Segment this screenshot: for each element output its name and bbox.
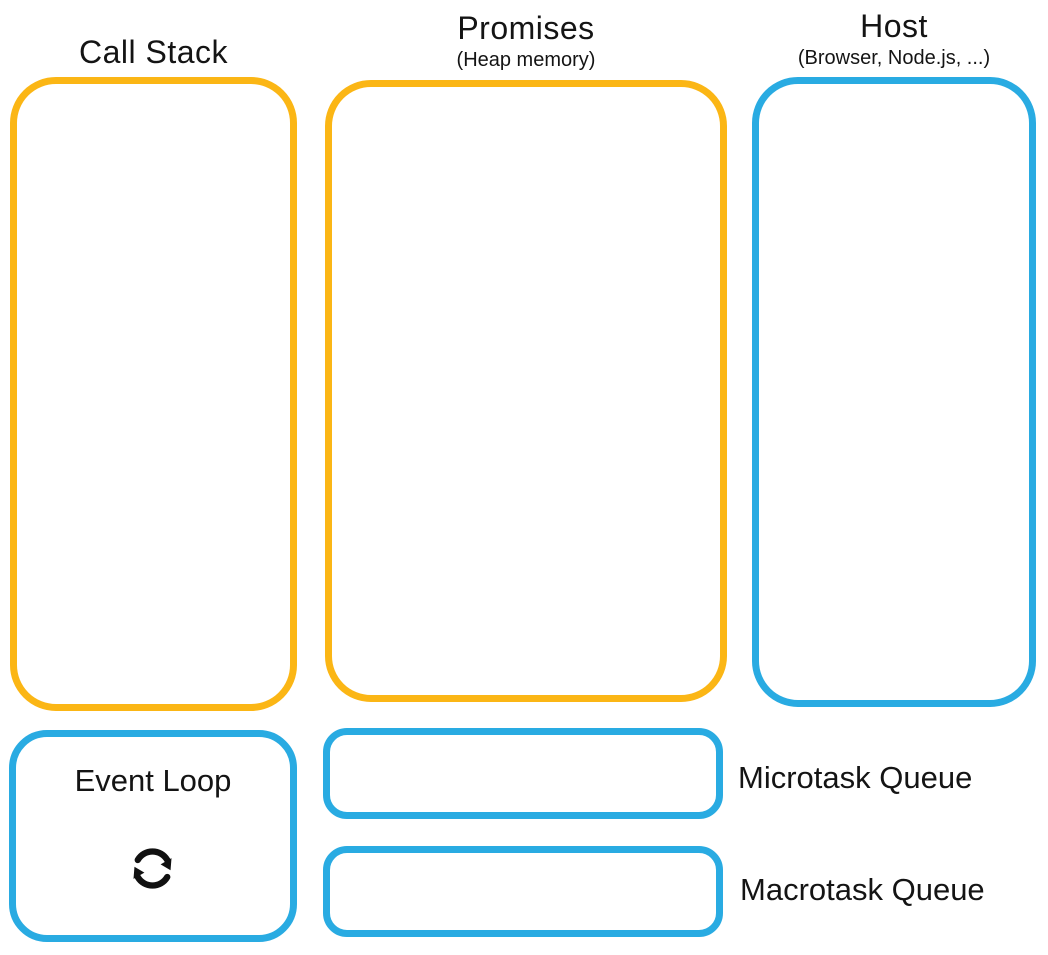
- call-stack-box: [10, 77, 297, 711]
- sync-loop-icon: [133, 848, 172, 889]
- event-loop-label: Event Loop: [74, 763, 232, 798]
- host-subtitle: (Browser, Node.js, ...): [797, 47, 991, 69]
- microtask-queue-label: Microtask Queue: [738, 760, 973, 795]
- macrotask-queue-box: [323, 846, 723, 937]
- promises-title: Promises: [457, 10, 595, 46]
- event-loop-box: Event Loop: [9, 730, 297, 942]
- call-stack-header: Call Stack: [10, 34, 297, 71]
- promises-box: [325, 80, 727, 702]
- host-header: Host (Browser, Node.js, ...): [752, 8, 1036, 70]
- host-box: [752, 77, 1036, 707]
- call-stack-title: Call Stack: [78, 34, 229, 70]
- macrotask-queue-label: Macrotask Queue: [740, 872, 985, 907]
- promises-header: Promises (Heap memory): [325, 10, 727, 72]
- promises-subtitle: (Heap memory): [456, 49, 596, 71]
- host-title: Host: [860, 8, 928, 44]
- microtask-queue-box: [323, 728, 723, 819]
